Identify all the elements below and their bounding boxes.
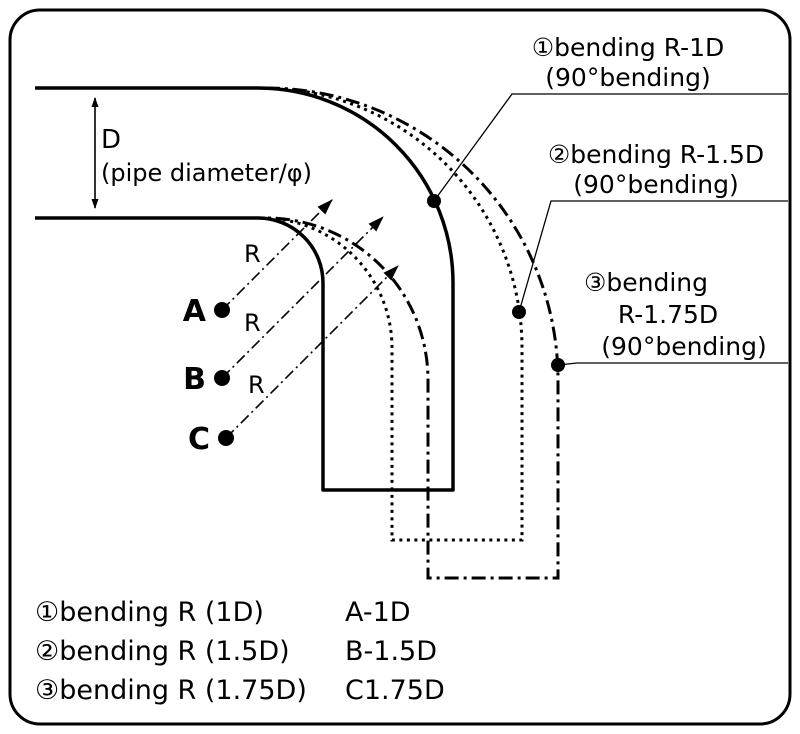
- legend-2-label: ②bending R (1.5D): [35, 636, 290, 667]
- radius-label-r3: R: [248, 371, 265, 399]
- legend-2-value: B-1.5D: [345, 636, 437, 667]
- callout-1-dot: [427, 194, 441, 208]
- radius-arrow-b: [221, 216, 384, 379]
- point-a-label: A: [183, 294, 207, 329]
- point-c-label: C: [188, 422, 210, 457]
- pipe-dotted-r1-5d: [261, 86, 524, 542]
- callout-2-dot: [512, 305, 526, 319]
- legend-3-value: C1.75D: [345, 675, 445, 706]
- legend-3-label: ③bending R (1.75D): [35, 675, 307, 706]
- pipe-dashdot-r1-75d: [265, 86, 560, 580]
- callout-1-line1: ①bending R-1D: [532, 33, 725, 62]
- point-b-dot: [214, 370, 230, 386]
- point-b-label: B: [183, 362, 206, 397]
- callout-2-line2: (90°bending): [573, 170, 738, 199]
- radius-label-r2: R: [244, 309, 261, 337]
- callout-3-line3: (90°bending): [601, 332, 766, 361]
- pipe-solid-r1d: [35, 86, 455, 492]
- radius-label-r1: R: [244, 240, 261, 268]
- callout-3-dot: [551, 358, 565, 372]
- point-c-dot: [218, 430, 234, 446]
- dimension-label-d: D: [101, 125, 121, 155]
- callout-2-leader: [518, 200, 788, 313]
- legend-1-value: A-1D: [345, 597, 411, 628]
- callout-3-line1: ③bending: [584, 268, 708, 297]
- diagram-border: [8, 8, 792, 726]
- callout-3-line2: R-1.75D: [618, 300, 718, 329]
- callout-1-leader: [433, 93, 788, 202]
- radius-arrow-c: [225, 265, 399, 439]
- callout-1-line2: (90°bending): [545, 63, 710, 92]
- point-a-dot: [214, 302, 230, 318]
- dimension-sublabel: (pipe diameter/φ): [101, 159, 312, 187]
- legend-1-label: ①bending R (1D): [35, 597, 264, 628]
- radius-arrow-a: [221, 199, 333, 311]
- callout-2-line1: ②bending R-1.5D: [548, 140, 764, 169]
